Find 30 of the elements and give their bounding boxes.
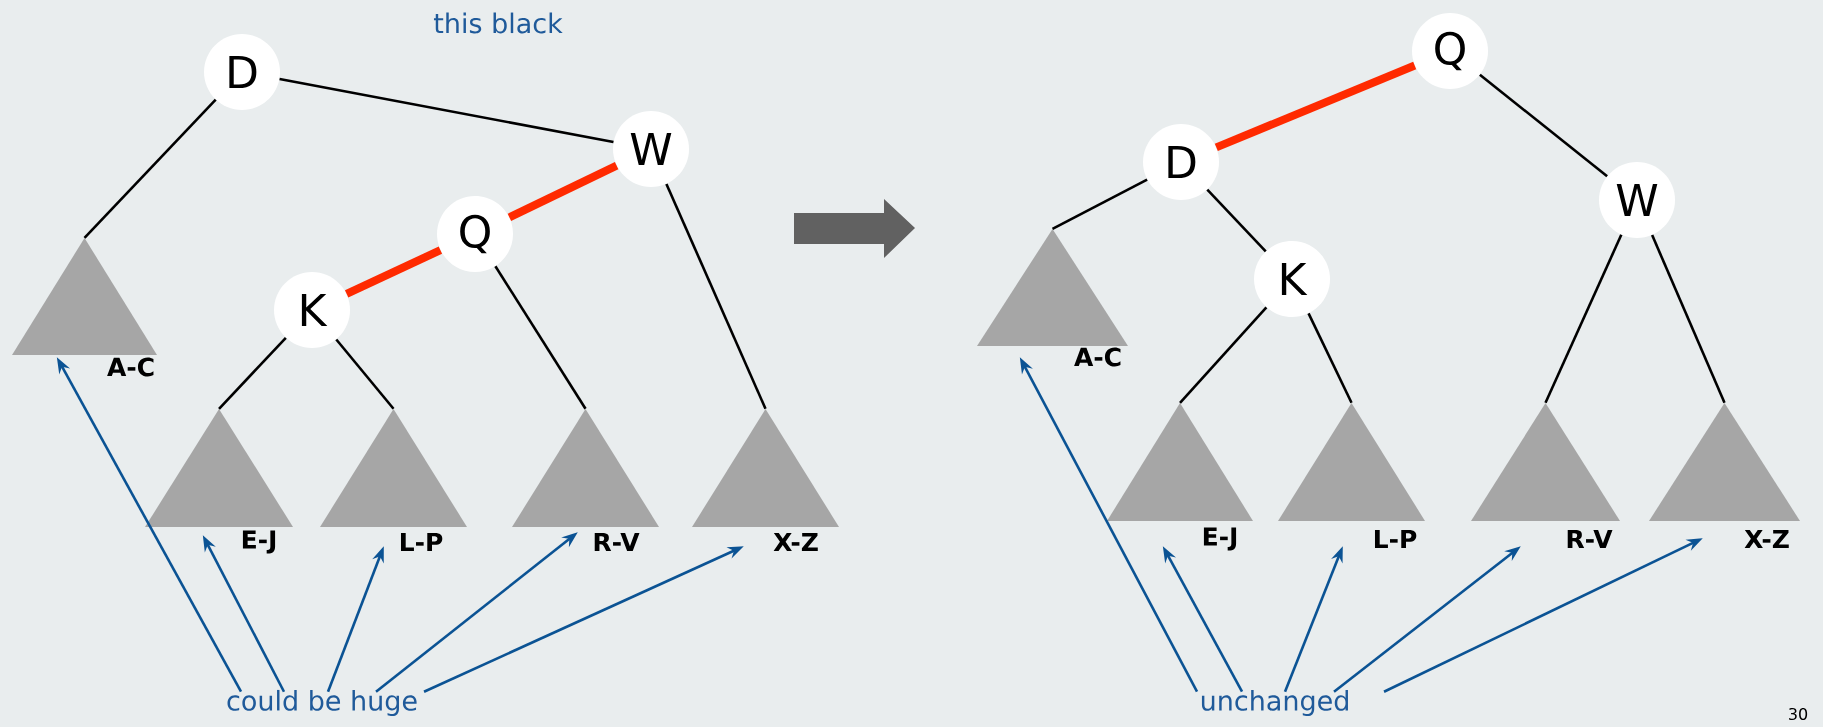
subtree-label: A-C xyxy=(1074,347,1121,367)
note-text: this black xyxy=(434,12,563,34)
subtree-label: E-J xyxy=(1203,527,1237,551)
subtree-label: L-P xyxy=(401,532,443,552)
tree-edge xyxy=(1307,312,1353,404)
subtree-label: X-Z xyxy=(773,532,818,552)
tree-edge xyxy=(1206,188,1267,253)
tree-edge xyxy=(218,336,287,410)
tree-edge xyxy=(83,98,217,239)
subtree-label: R-V xyxy=(594,532,640,552)
tree-edge xyxy=(1179,306,1268,404)
tree-edge xyxy=(335,338,395,410)
subtree-label: A-C xyxy=(107,357,154,377)
annotation-text: could be huge xyxy=(227,689,417,717)
tree-edge xyxy=(1544,234,1623,404)
annotation-text: unchanged xyxy=(1201,689,1348,717)
tree-edge xyxy=(1214,61,1417,152)
tree-edge xyxy=(1479,73,1608,178)
tree-edge xyxy=(507,162,619,221)
subtree-label: R-V xyxy=(1567,529,1613,549)
tree-edge xyxy=(344,246,443,298)
tree-edge xyxy=(1650,234,1726,404)
tree-edge xyxy=(279,77,614,144)
subtree-label: X-Z xyxy=(1744,529,1789,549)
tree-edge xyxy=(494,265,587,410)
subtree-label: L-P xyxy=(1375,529,1417,549)
page-number: 30 xyxy=(1789,707,1808,721)
tree-edge xyxy=(665,183,767,410)
subtree-label: E-J xyxy=(242,530,276,554)
tree-edge xyxy=(1051,178,1148,230)
